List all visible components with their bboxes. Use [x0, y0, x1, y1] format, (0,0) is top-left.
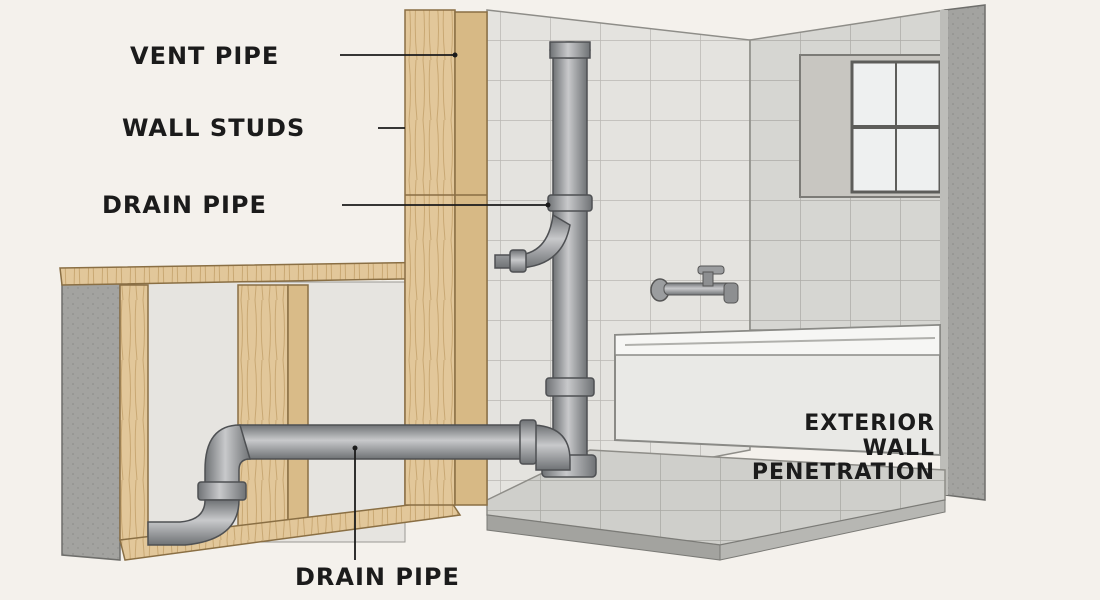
window [799, 54, 943, 198]
exterior-wall-penetration-label: EXTERIOR WALL PENETRATION [690, 411, 935, 486]
upper-drain-pipe-leader [342, 202, 551, 208]
drain-pipe-lower-label: DRAIN PIPE [295, 563, 460, 591]
lower-drain-pipe-leader [352, 445, 358, 560]
exterior-wall-section [940, 4, 986, 501]
exterior-label-line-2: WALL [862, 435, 935, 461]
faucet-icon [650, 265, 739, 304]
vent-pipe-label: VENT PIPE [130, 42, 280, 70]
vent-pipe [549, 41, 591, 206]
lower-drain-pipe [147, 419, 571, 546]
exterior-label-line-3: PENETRATION [751, 460, 935, 486]
half-wall-bottom-plate [119, 499, 462, 561]
half-wall-concrete-end [61, 269, 121, 561]
bathtub [614, 323, 941, 457]
tall-wall-stud-column [404, 9, 488, 506]
exterior-label-line-1: EXTERIOR [804, 411, 935, 436]
upper-drain-pipe [494, 194, 597, 478]
vent-pipe-leader [340, 52, 458, 58]
wall-studs-label: WALL STUDS [122, 114, 306, 142]
bathroom-floor [486, 449, 946, 561]
drain-pipe-upper-label: DRAIN PIPE [102, 191, 267, 219]
